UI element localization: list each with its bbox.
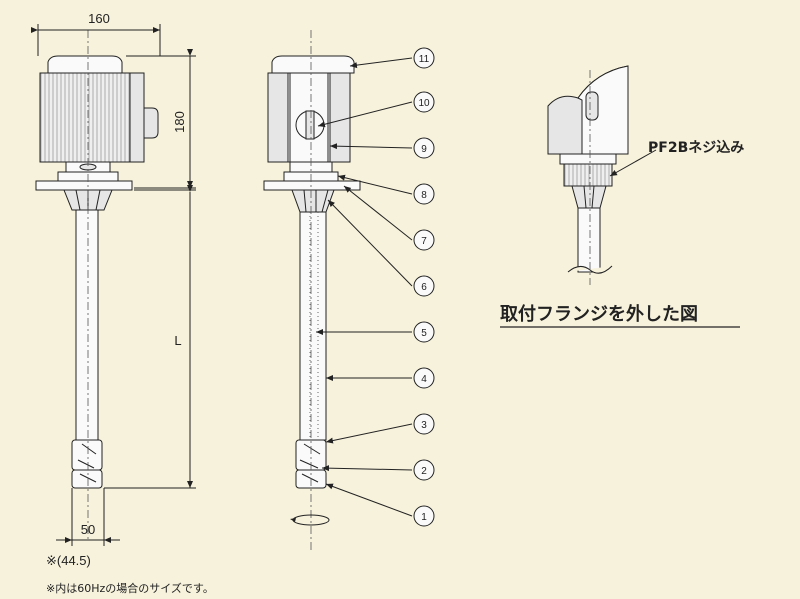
callout-10: 10 [413,91,435,113]
callout-6: 6 [413,275,435,297]
callout-7: 7 [413,229,435,251]
svg-text:10: 10 [418,98,430,109]
dim-height-motor: 180 [172,111,187,133]
svg-text:6: 6 [421,282,427,293]
svg-text:3: 3 [421,420,427,431]
left-view: 160 180 L 50 ※(44.5) [31,11,196,568]
dim-length: L [174,333,181,348]
svg-text:5: 5 [421,328,427,339]
dim-width-top: 160 [88,11,110,26]
dim-alt-width: ※(44.5) [46,553,91,568]
svg-text:7: 7 [421,236,427,247]
callout-9: 9 [413,137,435,159]
dim-width-bottom: 50 [81,522,95,537]
svg-text:2: 2 [421,466,427,477]
callout-2: 2 [413,459,435,481]
svg-text:1: 1 [421,512,427,523]
svg-text:8: 8 [421,190,427,201]
callout-4: 4 [413,367,435,389]
detail-view: PF2Bネジ込み 取付フランジを外した図 [500,65,744,328]
footnote: ※内は60Hzの場合のサイズです。 [46,581,214,595]
svg-text:4: 4 [421,374,427,385]
callout-5: 5 [413,321,435,343]
svg-text:9: 9 [421,144,427,155]
callout-8: 8 [413,183,435,205]
callout-11: 11 [413,47,435,69]
detail-caption: 取付フランジを外した図 [500,303,698,325]
svg-text:11: 11 [419,54,430,65]
center-view: 11 10 9 8 7 6 5 4 3 2 1 [263,30,435,552]
thread-label: PF2Bネジ込み [648,139,744,156]
callout-1: 1 [413,505,435,527]
callout-leaders [316,57,413,517]
callout-3: 3 [413,413,435,435]
